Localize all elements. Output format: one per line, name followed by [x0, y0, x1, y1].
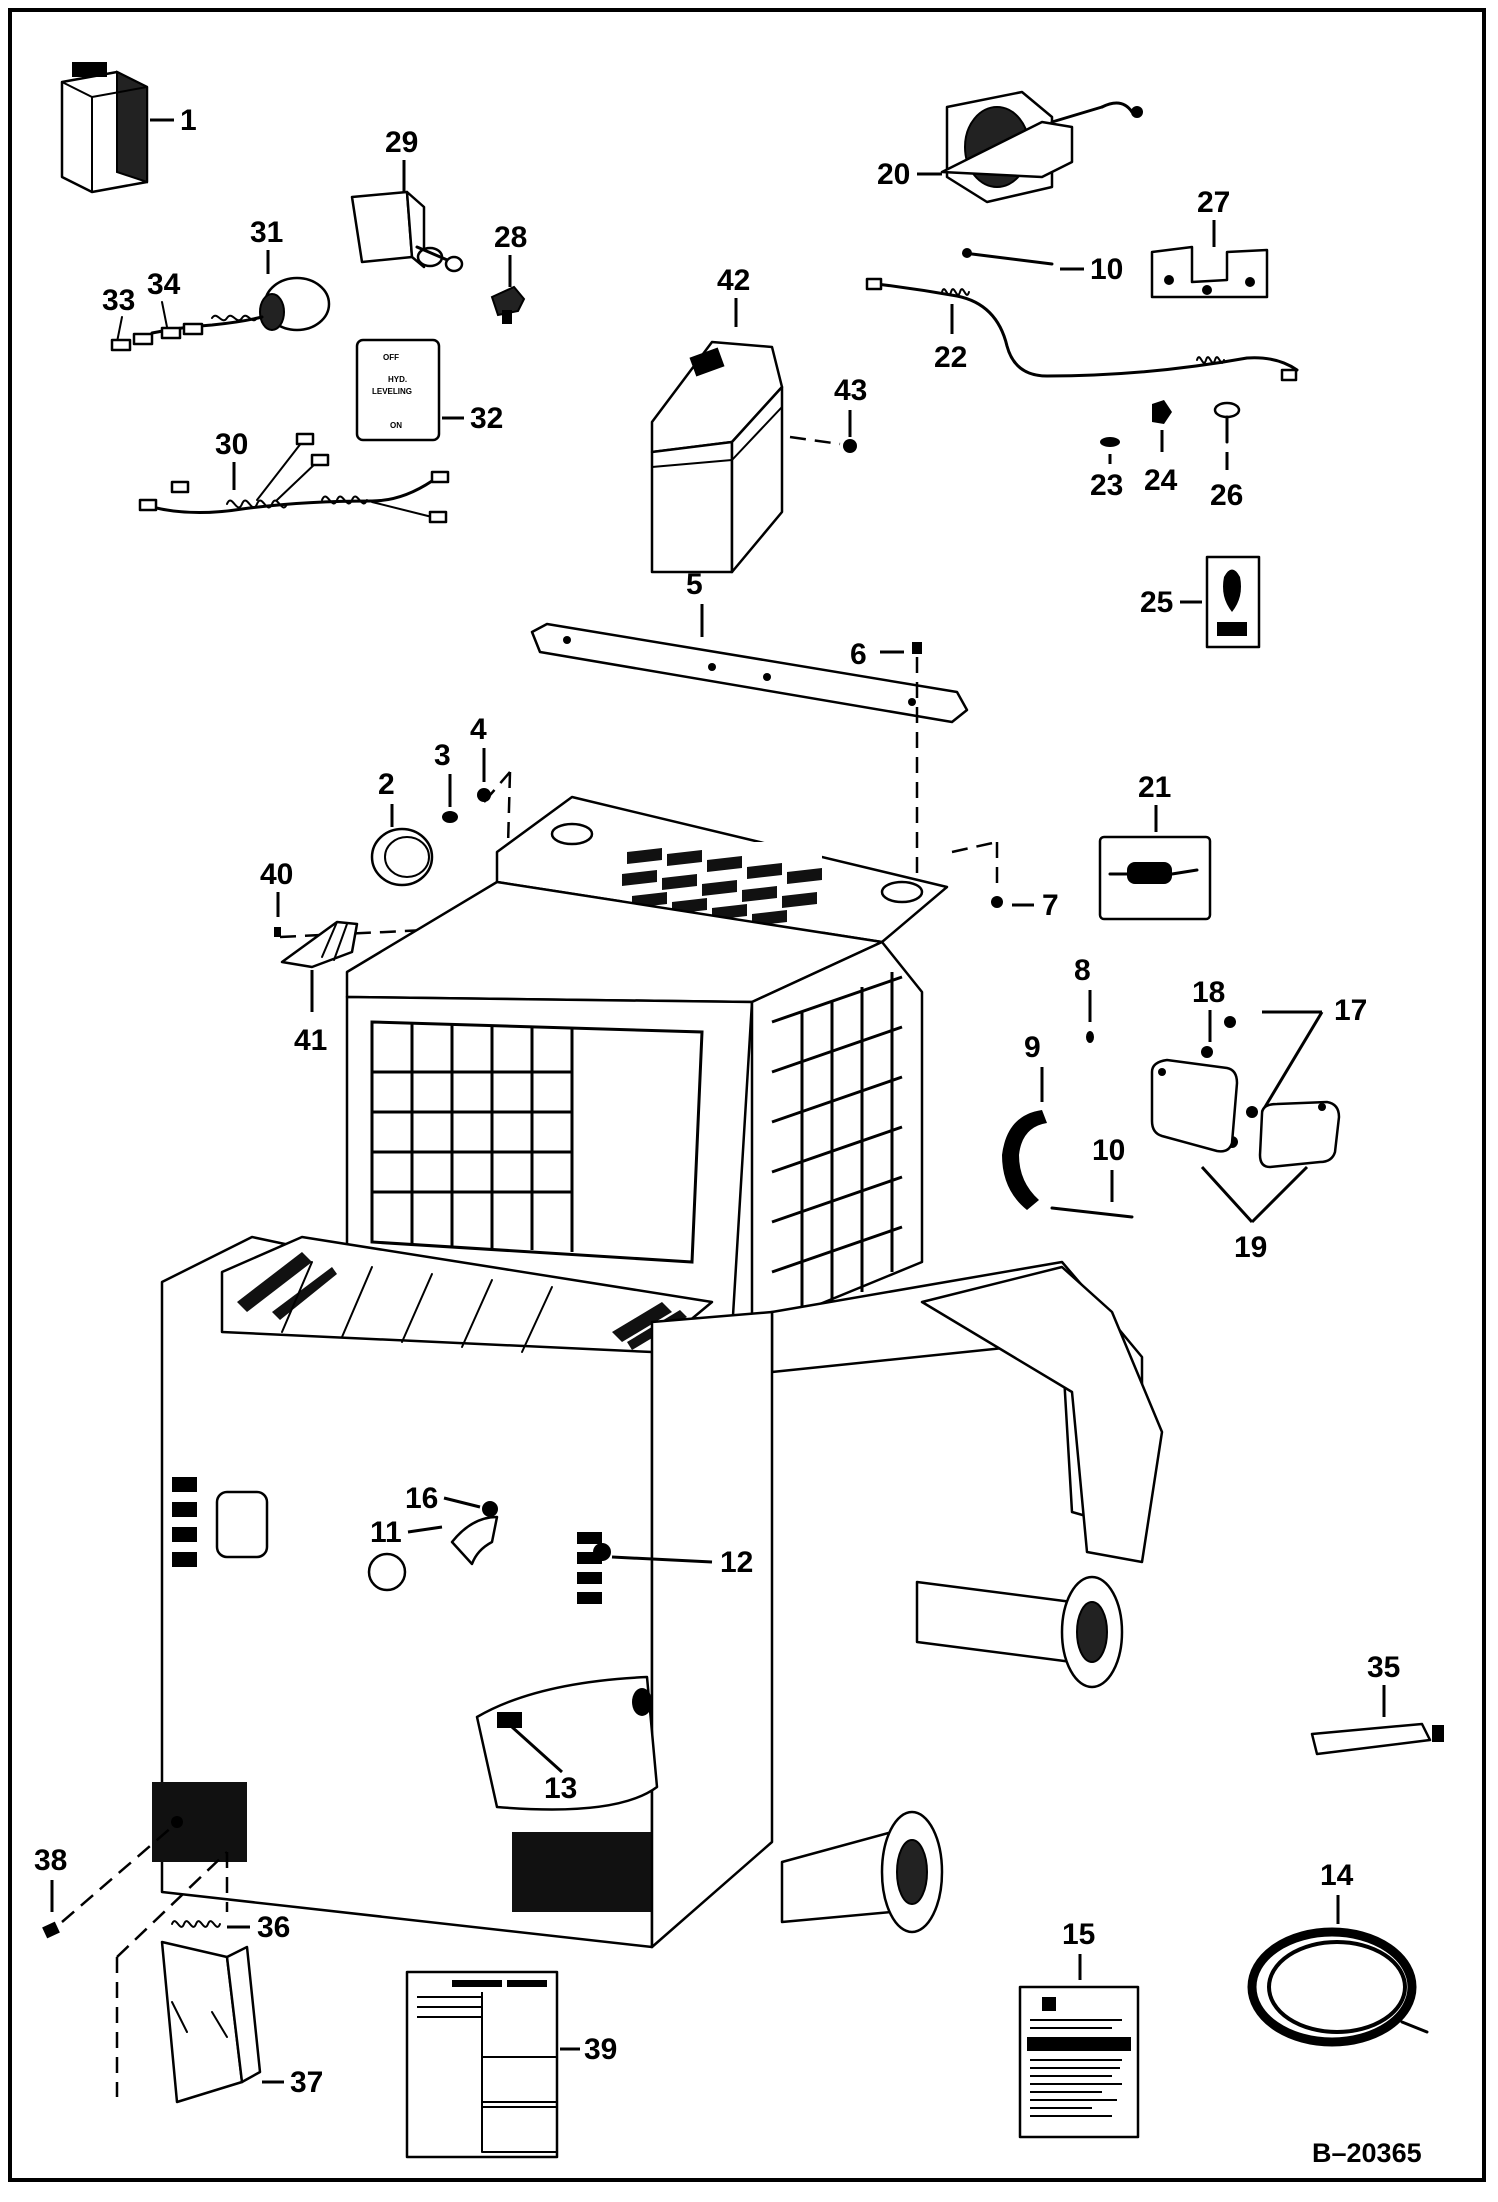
callout-10-mid: 10 [1092, 1134, 1125, 1167]
part-10-bolt-mid [1050, 1206, 1134, 1219]
callout-19: 19 [1234, 1231, 1267, 1264]
part-6-screw [912, 642, 922, 892]
part-20-alarm [940, 90, 1143, 204]
callout-37: 37 [290, 2066, 323, 2099]
part-38-bolt [42, 1921, 60, 1939]
part-40-screw [274, 927, 281, 937]
callout-26: 26 [1210, 479, 1243, 512]
callout-1: 1 [180, 104, 197, 137]
part-25-decal [1205, 555, 1261, 649]
part-7-nut [991, 896, 1003, 908]
parts-drawing: 1 29 28 31 33 34 OFF HYD. LEVELING [34, 62, 1444, 2168]
part-41-clip [280, 920, 359, 969]
callout-28: 28 [494, 221, 527, 254]
callout-38: 38 [34, 1844, 67, 1877]
callout-42: 42 [717, 264, 750, 297]
part-28-knob [490, 285, 526, 324]
part-29-toggle-switch [350, 190, 464, 273]
callout-18: 18 [1192, 976, 1225, 1009]
callout-25: 25 [1140, 586, 1173, 619]
part-27-bracket [1150, 245, 1269, 299]
part-3-washer [442, 811, 458, 823]
callout-21: 21 [1138, 771, 1171, 804]
decal-32-leveling: LEVELING [372, 387, 412, 396]
part-31-sensor [150, 276, 331, 335]
callout-20: 20 [877, 158, 910, 191]
callout-15: 15 [1062, 1918, 1095, 1951]
callout-8: 8 [1074, 954, 1091, 987]
callout-14: 14 [1320, 1859, 1354, 1892]
callout-9: 9 [1024, 1031, 1041, 1064]
callout-23: 23 [1090, 469, 1123, 502]
drawing-code: B–20365 [1312, 2138, 1422, 2168]
callout-22: 22 [934, 341, 967, 374]
callout-41: 41 [294, 1024, 327, 1057]
part-43-screw [789, 435, 857, 453]
part-39-manual [405, 1970, 559, 2159]
part-10-bolt-top [962, 248, 1054, 266]
callout-24: 24 [1144, 464, 1178, 497]
callout-16: 16 [405, 1482, 438, 1515]
part-22-cable [865, 277, 1299, 382]
callout-3: 3 [434, 739, 451, 772]
callout-35: 35 [1367, 1651, 1400, 1684]
callout-36: 36 [257, 1911, 290, 1944]
part-24-nut [1152, 400, 1172, 424]
part-1-box [60, 62, 149, 194]
part-42-cover [650, 340, 784, 574]
decal-32-hyd: HYD. [388, 375, 407, 384]
part-30-harness [138, 432, 450, 524]
callout-5: 5 [686, 568, 703, 601]
callout-29: 29 [385, 126, 418, 159]
callout-40: 40 [260, 858, 293, 891]
callout-7: 7 [1042, 889, 1059, 922]
callout-30: 30 [215, 428, 248, 461]
part-32-decal: OFF HYD. LEVELING ON [355, 338, 441, 442]
decal-32-off: OFF [383, 353, 399, 362]
part-9-hose [1002, 1110, 1047, 1210]
part-15-decal-sheet [1018, 1985, 1140, 2139]
callout-34: 34 [147, 268, 181, 301]
callout-4: 4 [470, 713, 487, 746]
part-2-grommet [370, 827, 434, 887]
callout-17: 17 [1334, 994, 1367, 1027]
callout-6: 6 [850, 638, 867, 671]
callout-12: 12 [720, 1546, 753, 1579]
part-35-tube [1310, 1722, 1444, 1756]
loader-main-frame [152, 795, 1164, 1949]
part-33-34-terminals [110, 301, 204, 352]
part-23-washer [1100, 437, 1120, 447]
part-14-hose-coil [1247, 1927, 1429, 2047]
part-26-bolt [1213, 401, 1241, 444]
callout-33: 33 [102, 284, 135, 317]
callout-11: 11 [370, 1516, 402, 1549]
callout-39: 39 [584, 2033, 617, 2066]
part-37-guard [160, 1940, 262, 2104]
callout-13: 13 [544, 1772, 577, 1805]
callout-32: 32 [470, 402, 503, 435]
part-5-plate [530, 622, 969, 724]
callout-2: 2 [378, 768, 395, 801]
part-19-covers [1150, 1058, 1341, 1169]
callout-27: 27 [1197, 186, 1230, 219]
part-21-decal [1098, 835, 1212, 921]
callout-43: 43 [834, 374, 867, 407]
callout-10-top: 10 [1090, 253, 1123, 286]
part-36-spring [171, 1920, 221, 1928]
exploded-parts-diagram: 1 29 28 31 33 34 OFF HYD. LEVELING [8, 8, 1486, 2182]
callout-31: 31 [250, 216, 283, 249]
decal-32-on: ON [390, 421, 402, 430]
part-8-pin [1086, 1031, 1094, 1043]
